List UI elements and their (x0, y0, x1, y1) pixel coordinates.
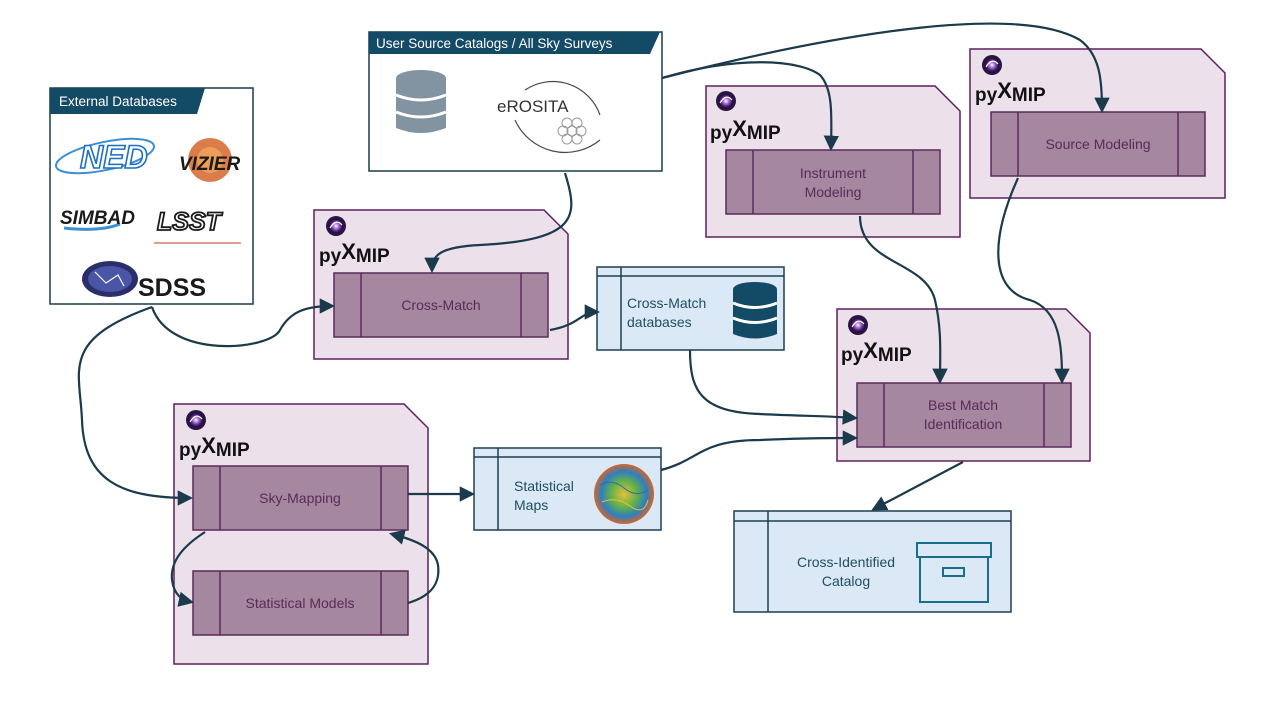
arrow-sourcemodeling-to-bestmatch (997, 177, 1070, 385)
arrow-catalogs-to-crossmatch (424, 172, 573, 274)
source-modeling-process[interactable]: Source Modeling (990, 111, 1206, 177)
arrow-instrument-to-bestmatch (858, 215, 948, 385)
erosita-logo: eROSITA (497, 80, 601, 154)
connectors (77, 22, 1110, 607)
user-catalogs-title: User Source Catalogs / All Sky Surveys (376, 36, 613, 51)
pyxmip-label: pyXMIP (319, 239, 390, 267)
arrow-bestmatch-to-catalog (871, 461, 964, 511)
pyxmip-label: pyXMIP (975, 78, 1046, 106)
arrow-catalogs-to-instrument (661, 61, 840, 152)
arrow-crossmatch-to-databases (549, 304, 601, 332)
source-modeling-label: Source Modeling (1045, 136, 1150, 152)
archive-box-icon (916, 542, 992, 603)
cross-match-databases-store[interactable]: Cross-Match databases (596, 266, 785, 351)
instrument-modeling-label-2: Modeling (805, 184, 862, 200)
cross-identified-catalog-label: Cross-Identified (797, 554, 895, 570)
arrow-maps-to-bestmatch (660, 430, 859, 472)
lsst-logo: LSST (154, 207, 241, 244)
instrument-modeling-process[interactable]: Instrument Modeling (725, 149, 941, 215)
statistical-models-process[interactable]: Statistical Models (192, 570, 409, 636)
svg-text:NED: NED (80, 139, 148, 175)
statistical-maps-label-2: Maps (514, 497, 548, 513)
pyxmip-label: pyXMIP (841, 338, 912, 366)
sky-map-icon (594, 464, 654, 524)
pyxmip-label: pyXMIP (179, 433, 250, 461)
statistical-maps-label: Statistical (514, 478, 574, 494)
best-match-label-2: Identification (924, 416, 1003, 432)
external-databases-panel: External Databases NED VIZIER SIMBAD LSS… (49, 87, 254, 305)
user-catalogs-panel: User Source Catalogs / All Sky Surveys e… (368, 31, 663, 172)
arrow-external-to-skymapping (77, 305, 194, 506)
sky-mapping-card: pyXMIP Sky-Mapping Statistical Models (173, 403, 429, 665)
cross-identified-catalog-label-2: Catalog (822, 573, 870, 589)
instrument-modeling-card: pyXMIP Instrument Modeling (705, 85, 961, 238)
database-icon (732, 282, 778, 339)
cross-match-process[interactable]: Cross-Match (333, 272, 549, 338)
best-match-label: Best Match (928, 397, 998, 413)
sky-mapping-label: Sky-Mapping (259, 490, 341, 506)
database-icon (395, 70, 447, 133)
sky-mapping-process[interactable]: Sky-Mapping (192, 465, 409, 531)
arrow-models-to-skymapping (389, 529, 440, 605)
arrow-external-to-crossmatch (150, 298, 336, 348)
vizier-logo: VIZIER (179, 138, 241, 182)
cross-match-label: Cross-Match (401, 297, 480, 313)
external-databases-title: External Databases (59, 94, 177, 109)
svg-text:LSST: LSST (157, 208, 224, 236)
ned-logo: NED (55, 137, 155, 176)
instrument-modeling-label: Instrument (800, 165, 866, 181)
arrow-skymapping-to-models (170, 531, 206, 607)
cross-match-databases-label: Cross-Match (627, 295, 706, 311)
statistical-models-label: Statistical Models (246, 595, 355, 611)
svg-text:eROSITA: eROSITA (497, 97, 569, 116)
svg-text:VIZIER: VIZIER (179, 154, 241, 175)
best-match-card: pyXMIP Best Match Identification (836, 308, 1091, 462)
cross-match-databases-label-2: databases (627, 314, 692, 330)
arrow-catalogs-to-sourcemodeling (661, 22, 1110, 114)
arrow-databases-to-bestmatch (688, 349, 859, 425)
cross-match-card: pyXMIP Cross-Match (313, 209, 569, 360)
svg-text:SIMBAD: SIMBAD (60, 208, 135, 229)
sdss-logo: SDSS (82, 261, 206, 302)
svg-text:SDSS: SDSS (138, 274, 206, 302)
statistical-maps-store[interactable]: Statistical Maps (473, 447, 662, 531)
simbad-logo: SIMBAD (60, 208, 135, 231)
best-match-process[interactable]: Best Match Identification (856, 382, 1072, 448)
cross-identified-catalog-store[interactable]: Cross-Identified Catalog (733, 510, 1012, 613)
source-modeling-card: pyXMIP Source Modeling (969, 48, 1226, 199)
pyxmip-label: pyXMIP (710, 116, 781, 144)
